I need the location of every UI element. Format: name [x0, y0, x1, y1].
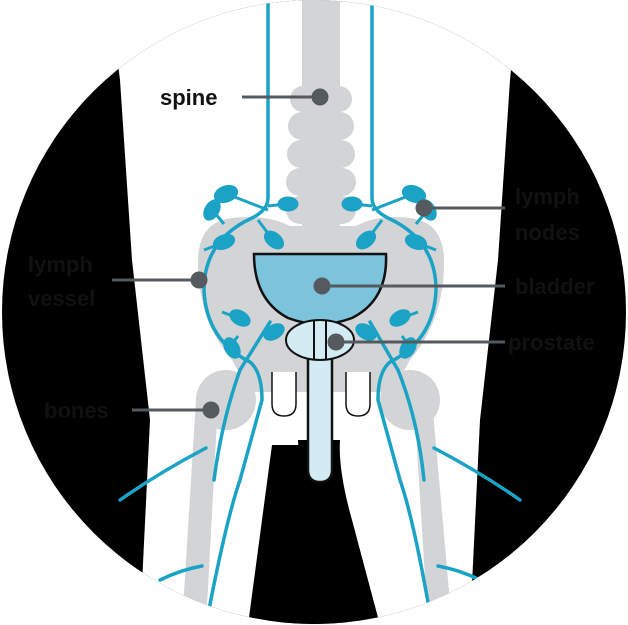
prostate-pointer-dot — [329, 335, 343, 349]
bladder-pointer-dot — [315, 279, 329, 293]
label-lymph-nodes-line1: lymph — [515, 184, 580, 209]
lymph-nodes-pointer-dot — [417, 201, 431, 215]
label-spine: spine — [160, 85, 217, 110]
label-bladder: bladder — [515, 274, 595, 299]
spine-pointer-dot — [313, 90, 327, 104]
label-lymph-vessel-line1: lymph — [28, 252, 93, 277]
lymph-vessel-pointer-dot — [192, 273, 206, 287]
label-lymph-vessel-line2: vessel — [28, 286, 95, 311]
label-bones: bones — [44, 398, 109, 423]
label-lymph-nodes-line2: nodes — [515, 220, 580, 245]
bones-pointer-dot — [204, 403, 218, 417]
label-prostate: prostate — [508, 330, 595, 355]
